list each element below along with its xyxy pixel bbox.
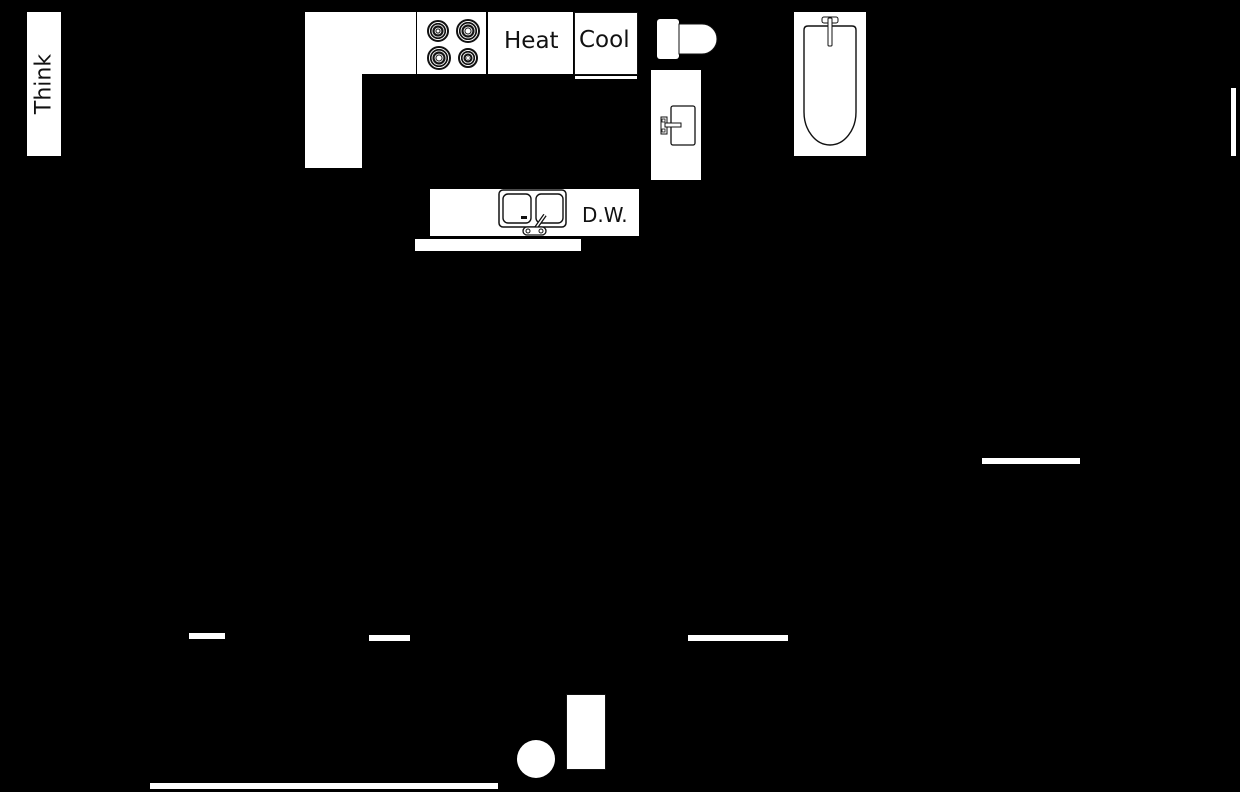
wall-strip-right xyxy=(1231,88,1236,156)
cabinet xyxy=(566,694,606,770)
faucet-icon xyxy=(660,105,696,146)
heat-label: Heat xyxy=(504,28,559,54)
cool-appliance: Cool xyxy=(574,12,638,75)
burner-icon xyxy=(427,19,480,70)
cooktop xyxy=(417,12,486,74)
cool-label: Cool xyxy=(579,27,630,53)
counter-edge xyxy=(415,239,581,251)
dishwasher-label: D.W. xyxy=(582,203,628,227)
l-counter-leg xyxy=(305,12,362,168)
double-sink-icon xyxy=(498,189,567,236)
wall-gap-1 xyxy=(982,458,1080,464)
cool-appliance-base xyxy=(575,76,637,79)
wall-gap-4 xyxy=(688,635,788,641)
wall-gap-3 xyxy=(369,635,410,641)
think-label: Think xyxy=(31,53,57,115)
heat-counter: Heat xyxy=(488,12,573,74)
vanity-sink xyxy=(651,70,701,180)
think-panel: Think xyxy=(27,12,61,156)
kitchen-sink-counter: D.W. xyxy=(430,189,639,236)
round-table xyxy=(517,740,555,778)
toilet-icon xyxy=(657,19,718,59)
wall-gap-5 xyxy=(150,783,498,789)
wall-gap-2 xyxy=(189,633,225,639)
bathtub xyxy=(794,12,866,156)
tub-icon xyxy=(803,16,857,146)
